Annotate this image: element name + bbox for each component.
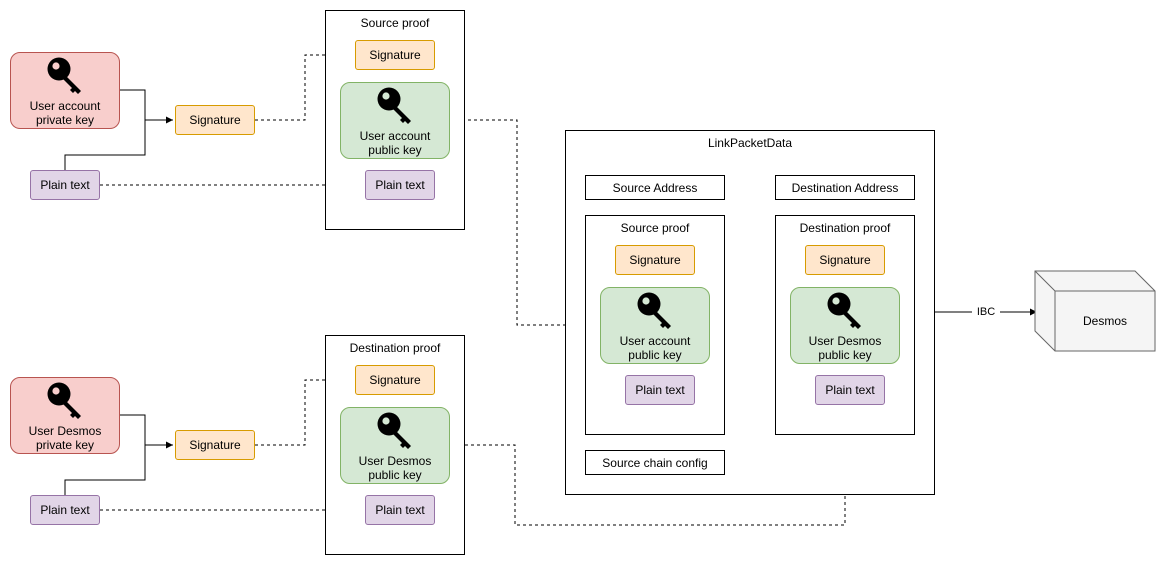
user-account-signature: Signature bbox=[175, 105, 255, 135]
source-address-label: Source Address bbox=[612, 180, 698, 195]
source-proof-plain-text: Plain text bbox=[365, 170, 435, 200]
edge-plaintext-to-signature bbox=[64, 120, 146, 170]
destination-proof-signature: Signature bbox=[355, 365, 435, 395]
packet-source-proof-public-key: User account public key bbox=[600, 287, 710, 364]
destination-address: Destination Address bbox=[775, 175, 915, 200]
edge-desmos-private-key-to-signature bbox=[120, 414, 173, 449]
public-key-label: User Desmos public key bbox=[808, 334, 882, 362]
user-account-private-key: User account private key bbox=[10, 52, 120, 129]
source-chain-config: Source chain config bbox=[585, 450, 725, 475]
signature-label: Signature bbox=[369, 48, 421, 62]
desmos-cube-shape bbox=[1034, 270, 1156, 352]
key-icon bbox=[377, 412, 411, 449]
desmos-node: Desmos bbox=[1055, 291, 1155, 351]
ibc-edge-label: IBC bbox=[972, 305, 1000, 319]
signature-label: Signature bbox=[369, 373, 421, 387]
packet-destination-proof-public-key: User Desmos public key bbox=[790, 287, 900, 364]
container-title: LinkPacketData bbox=[707, 136, 793, 150]
signature-label: Signature bbox=[819, 253, 871, 267]
signature-label: Signature bbox=[189, 438, 241, 452]
packet-destination-proof-signature: Signature bbox=[805, 245, 885, 275]
signature-label: Signature bbox=[189, 113, 241, 127]
private-key-label: User account private key bbox=[29, 99, 101, 127]
source-chain-config-label: Source chain config bbox=[602, 455, 708, 470]
source-address: Source Address bbox=[585, 175, 725, 200]
source-proof-public-key: User account public key bbox=[340, 82, 450, 159]
container-title: Source proof bbox=[360, 16, 430, 30]
public-key-label: User account public key bbox=[619, 334, 691, 362]
key-icon bbox=[377, 87, 411, 124]
container-title: Destination proof bbox=[799, 221, 891, 235]
source-proof-signature: Signature bbox=[355, 40, 435, 70]
ibc-label: IBC bbox=[976, 306, 996, 318]
container-title: Source proof bbox=[620, 221, 690, 235]
user-account-plain-text: Plain text bbox=[30, 170, 100, 200]
public-key-label: User Desmos public key bbox=[358, 454, 432, 482]
public-key-label: User account public key bbox=[359, 129, 431, 157]
destination-proof-public-key: User Desmos public key bbox=[340, 407, 450, 484]
signature-label: Signature bbox=[629, 253, 681, 267]
user-desmos-plain-text: Plain text bbox=[30, 495, 100, 525]
plain-text-label: Plain text bbox=[635, 383, 685, 397]
packet-source-proof-plain-text: Plain text bbox=[625, 375, 695, 405]
key-icon bbox=[637, 292, 671, 329]
user-desmos-signature: Signature bbox=[175, 430, 255, 460]
desmos-label: Desmos bbox=[1082, 314, 1127, 328]
key-icon bbox=[827, 292, 861, 329]
plain-text-label: Plain text bbox=[825, 383, 875, 397]
packet-destination-proof-plain-text: Plain text bbox=[815, 375, 885, 405]
edge-source-proof-to-packet bbox=[450, 119, 584, 329]
key-icon bbox=[47, 382, 81, 419]
plain-text-label: Plain text bbox=[375, 503, 425, 517]
packet-source-proof-signature: Signature bbox=[615, 245, 695, 275]
private-key-label: User Desmos private key bbox=[28, 424, 102, 452]
edge-desmos-plaintext-to-signature bbox=[64, 445, 146, 495]
plain-text-label: Plain text bbox=[375, 178, 425, 192]
destination-address-label: Destination Address bbox=[791, 180, 899, 195]
edge-private-key-to-signature bbox=[120, 89, 173, 124]
user-desmos-private-key: User Desmos private key bbox=[10, 377, 120, 454]
container-title: Destination proof bbox=[349, 341, 441, 355]
key-icon bbox=[47, 57, 81, 94]
plain-text-label: Plain text bbox=[40, 503, 90, 517]
plain-text-label: Plain text bbox=[40, 178, 90, 192]
destination-proof-plain-text: Plain text bbox=[365, 495, 435, 525]
